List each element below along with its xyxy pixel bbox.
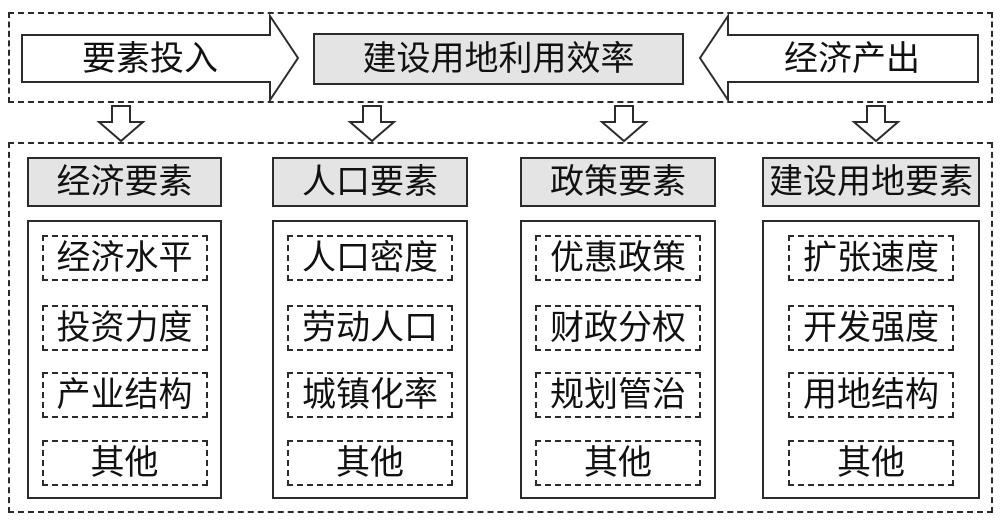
factor-item: 劳动人口 bbox=[287, 305, 453, 351]
factor-item: 其他 bbox=[41, 440, 208, 486]
down-arrow-population bbox=[347, 105, 397, 143]
header-population: 人口要素 bbox=[272, 157, 468, 207]
output-label: 经济产出 bbox=[784, 38, 920, 79]
factor-item: 投资力度 bbox=[41, 305, 208, 351]
factor-item: 城镇化率 bbox=[287, 372, 453, 418]
down-arrow-economic bbox=[96, 105, 146, 143]
factor-item: 优惠政策 bbox=[535, 235, 701, 281]
factor-item: 规划管治 bbox=[535, 372, 701, 418]
efficiency-frame bbox=[8, 12, 993, 103]
factor-box-policy: 优惠政策 财政分权 规划管治 其他 bbox=[520, 220, 716, 499]
factor-item: 财政分权 bbox=[535, 305, 701, 351]
factor-item: 开发强度 bbox=[788, 305, 954, 351]
factor-item: 其他 bbox=[535, 440, 701, 486]
factor-item: 产业结构 bbox=[41, 372, 208, 418]
factor-box-population: 人口密度 劳动人口 城镇化率 其他 bbox=[272, 220, 468, 499]
input-label: 要素投入 bbox=[82, 38, 218, 79]
input-arrow bbox=[21, 12, 300, 104]
column-policy: 政策要素 优惠政策 财政分权 规划管治 其他 bbox=[520, 157, 716, 499]
factor-item: 其他 bbox=[287, 440, 453, 486]
factors-frame bbox=[8, 142, 993, 513]
factor-box-construction-land: 扩张速度 开发强度 用地结构 其他 bbox=[762, 220, 980, 499]
output-arrow bbox=[698, 12, 979, 104]
factor-item: 经济水平 bbox=[41, 235, 208, 281]
column-construction-land: 建设用地要素 扩张速度 开发强度 用地结构 其他 bbox=[762, 157, 980, 499]
down-arrow-land bbox=[851, 105, 901, 143]
column-population: 人口要素 人口密度 劳动人口 城镇化率 其他 bbox=[272, 157, 468, 499]
factor-item: 其他 bbox=[788, 440, 954, 486]
header-construction-land: 建设用地要素 bbox=[762, 157, 980, 207]
factor-item: 扩张速度 bbox=[788, 235, 954, 281]
down-arrow-policy bbox=[599, 105, 649, 143]
factor-item: 用地结构 bbox=[788, 372, 954, 418]
land-use-efficiency-box: 建设用地利用效率 bbox=[313, 33, 684, 85]
header-policy: 政策要素 bbox=[520, 157, 716, 207]
factor-box-economic: 经济水平 投资力度 产业结构 其他 bbox=[27, 220, 222, 499]
factor-item: 人口密度 bbox=[287, 235, 453, 281]
header-economic: 经济要素 bbox=[27, 157, 222, 207]
column-economic: 经济要素 经济水平 投资力度 产业结构 其他 bbox=[27, 157, 222, 499]
